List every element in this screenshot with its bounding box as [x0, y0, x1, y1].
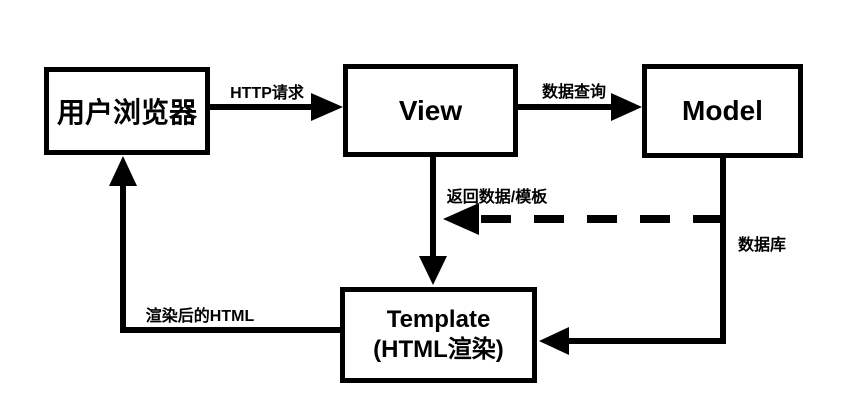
node-view: View — [343, 64, 518, 157]
edge-label-database: 数据库 — [737, 237, 787, 254]
node-model-label: Model — [682, 95, 763, 126]
edge-label-rendered-html: 渲染后的HTML — [145, 308, 255, 325]
arrow-template-to-browser — [109, 156, 340, 333]
edge-label-return-data: 返回数据/模板 — [446, 189, 548, 206]
arrow-http-request — [210, 93, 343, 121]
node-template-label-line1: Template — [386, 306, 491, 333]
arrow-return-data-dashed — [443, 203, 723, 235]
node-user-browser-label: 用户浏览器 — [56, 97, 197, 128]
node-user-browser: 用户浏览器 — [44, 67, 210, 155]
node-template: Template (HTML渲染) — [340, 287, 537, 383]
arrow-data-query — [518, 93, 642, 121]
edge-label-http-request: HTTP请求 — [230, 85, 304, 102]
arrow-view-to-template — [419, 157, 447, 285]
node-model: Model — [642, 64, 803, 158]
node-template-label-line2: (HTML渲染) — [373, 336, 504, 363]
edge-label-data-query: 数据查询 — [541, 84, 607, 101]
node-view-label: View — [398, 94, 463, 126]
arrow-model-to-template — [539, 158, 726, 355]
